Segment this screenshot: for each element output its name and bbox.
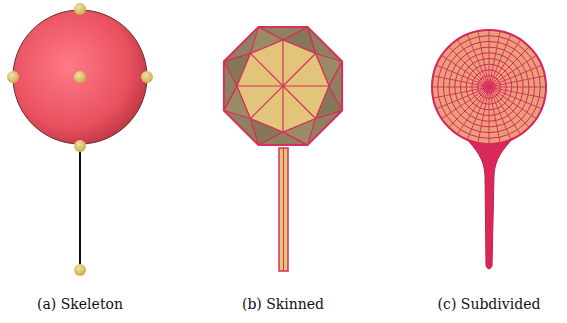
mesh-edge [282,86,283,132]
grid-spoke [432,87,489,88]
mesh-edge [237,85,283,86]
mesh-edge [283,86,316,119]
grid-spoke [449,47,489,87]
grid-spoke [489,65,542,87]
mesh-edge [316,110,343,118]
mesh-edge [283,85,329,86]
panel-caption: (a) Skeleton [37,296,123,312]
mesh-edge [250,119,258,146]
grid-spoke [442,55,489,87]
grid-spoke [489,87,500,143]
grid-spoke [489,40,521,87]
panel-caption: (b) Skinned [242,296,324,312]
grid-spoke [489,87,490,144]
mesh-edge [250,53,283,86]
mesh-edge [329,62,342,86]
subdivided-mesh [432,30,546,269]
mesh-edge [224,53,251,61]
skeleton-figure [7,3,153,276]
grid-spoke [457,87,489,134]
grid-spoke [489,47,529,87]
mesh-edge [283,53,316,86]
grid-spoke [449,87,489,127]
mesh-edge [307,27,315,54]
mesh-edge [282,40,283,86]
grid-spoke [478,31,489,87]
grid-spoke [436,87,489,109]
grid-spoke [433,87,489,98]
mesh-edge [283,132,307,145]
grid-spoke [489,76,545,87]
grid-spoke [489,87,536,119]
octagon-outline [224,27,342,145]
mesh-edge [250,86,283,119]
panel-caption: (c) Subdivided [438,296,541,312]
grid-spoke [489,30,490,87]
grid-spoke [489,87,529,127]
skinned-mesh [224,27,342,271]
grid-spoke [489,87,546,88]
grid-spoke [467,34,489,87]
inner-face [237,40,329,132]
grid-spoke [489,87,511,140]
grid-ring [432,30,546,144]
mesh-edge [224,86,237,110]
